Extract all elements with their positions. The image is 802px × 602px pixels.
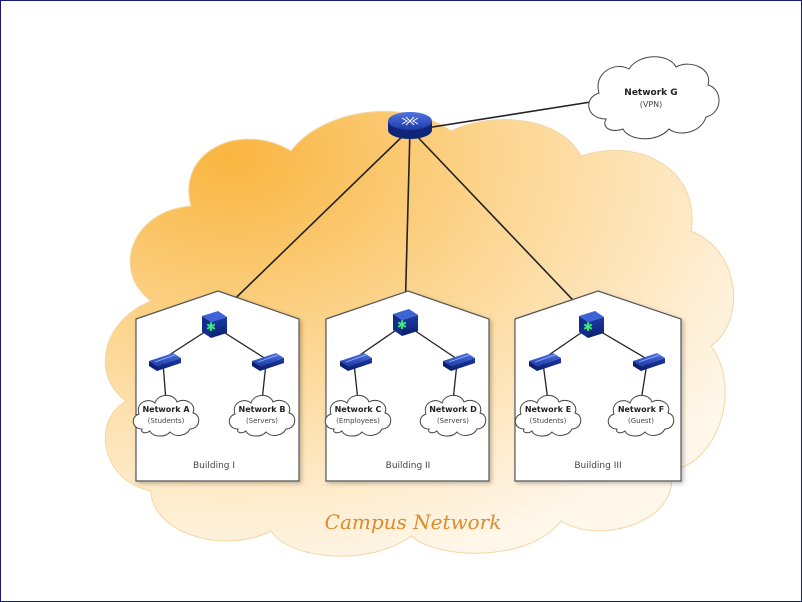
- network-b-cloud: [228, 394, 296, 437]
- network-e-title: Network E: [525, 405, 571, 414]
- router-icon: [388, 112, 432, 139]
- network-d-title: Network D: [429, 405, 477, 414]
- network-a-subtitle: (Students): [148, 417, 185, 425]
- vpn-cloud: [588, 56, 720, 140]
- network-d-cloud: [419, 394, 487, 437]
- building-1: Network A (Students) Network B (Servers)…: [132, 290, 300, 482]
- network-e-subtitle: (Students): [530, 417, 567, 425]
- building-3-label: Building III: [574, 461, 621, 471]
- network-c-cloud: [324, 394, 392, 437]
- network-a-title: Network A: [142, 405, 190, 414]
- vpn-network-subtitle: (VPN): [640, 100, 663, 109]
- campus-network-label: Campus Network: [325, 510, 502, 534]
- building-1-label: Building I: [193, 461, 235, 471]
- building-2: Network C (Employees) Network D (Servers…: [324, 290, 490, 482]
- network-a-cloud: [132, 394, 200, 437]
- network-c-subtitle: (Employees): [336, 417, 380, 425]
- building-2-label: Building II: [386, 461, 431, 471]
- building-3-core-switch-icon: [579, 311, 604, 338]
- vpn-network-title: Network G: [624, 88, 677, 98]
- network-c-title: Network C: [335, 405, 382, 414]
- network-f-cloud: [607, 394, 675, 437]
- network-b-title: Network B: [239, 405, 286, 414]
- building-2-core-switch-icon: [393, 309, 418, 336]
- network-d-subtitle: (Servers): [437, 417, 469, 425]
- network-f-title: Network F: [618, 405, 664, 414]
- network-f-subtitle: (Guest): [628, 417, 654, 425]
- building-3: Network E (Students) Network F (Guest) B…: [514, 290, 682, 482]
- network-b-subtitle: (Servers): [246, 417, 278, 425]
- building-1-core-switch-icon: [202, 311, 227, 338]
- network-e-cloud: [514, 394, 582, 437]
